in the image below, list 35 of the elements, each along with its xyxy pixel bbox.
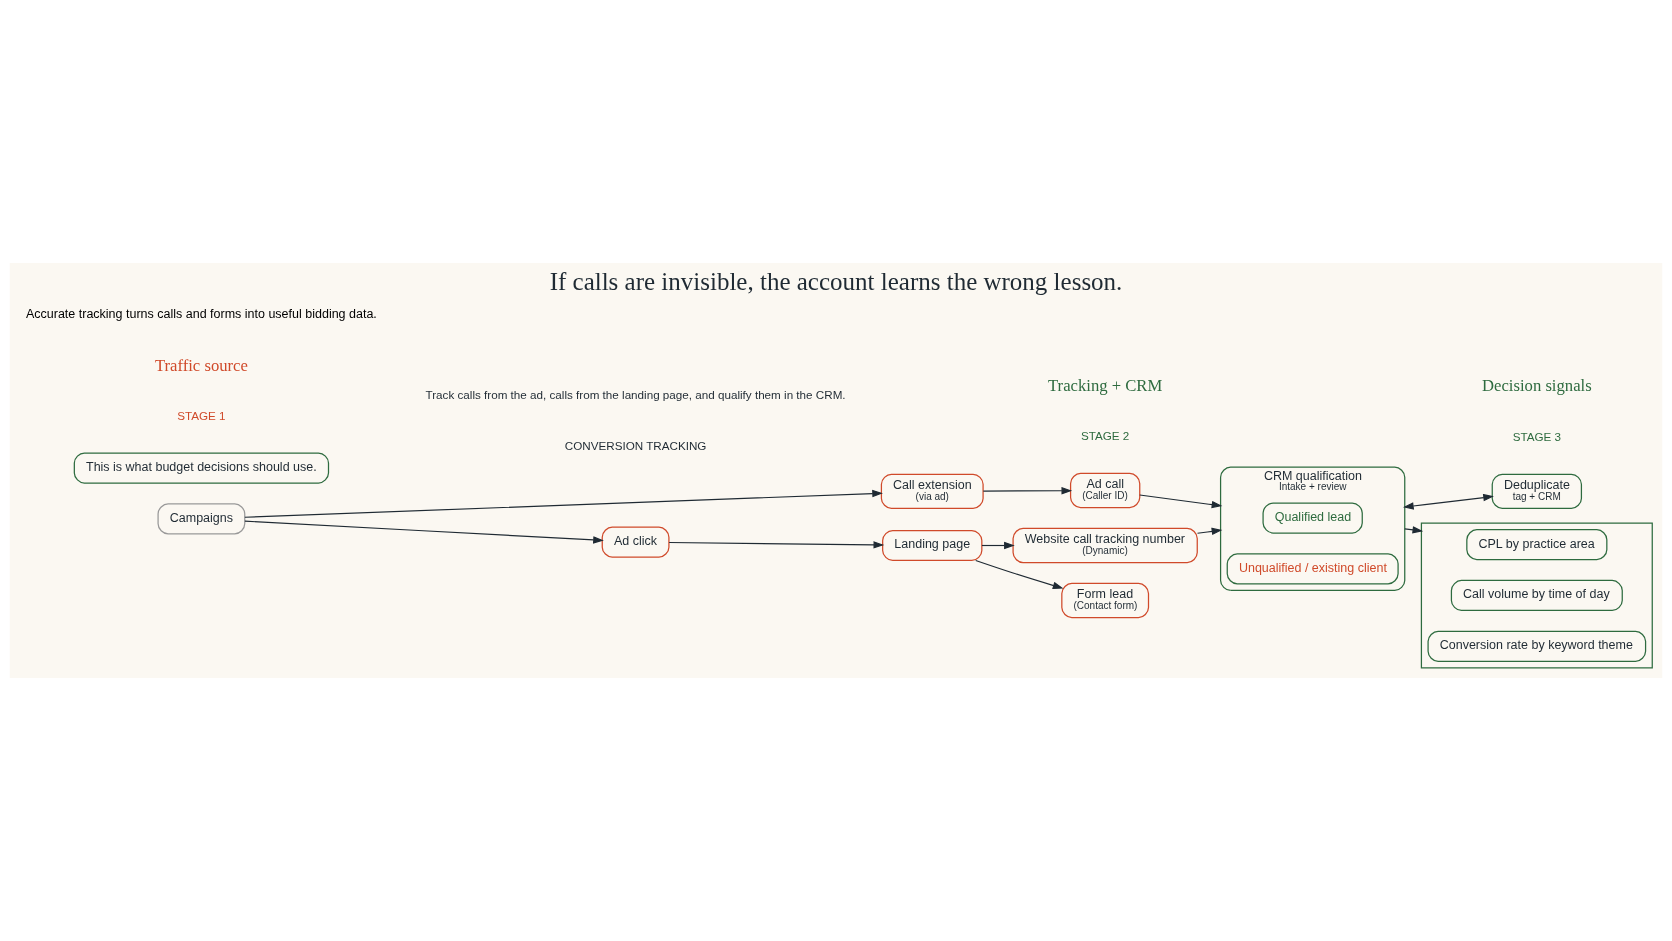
label: CONVERSION TRACKING [564,439,707,453]
arrow [1404,526,1424,534]
arrow [975,559,1064,590]
label: Decision signals [1482,376,1592,396]
arrow [244,520,604,544]
arrow [1403,493,1494,510]
node-box: This is what budget decisions should use. [73,452,330,484]
cluster [1420,522,1653,669]
node-box: Call extension (via ad) [880,473,984,510]
label: STAGE 1 [177,409,226,423]
node-box: Campaigns [157,503,246,535]
node-box: Ad click [601,526,670,558]
arrow [244,489,883,518]
label: Traffic source [154,355,248,375]
node-box: Form lead (Contact form) [1061,582,1150,619]
arrow [981,541,1015,550]
node-box: Qualified lead [1262,502,1363,534]
node-box: CPL by practice area [1466,529,1608,561]
label: STAGE 2 [1080,429,1130,443]
diagram-title: If calls are invisible, the account learns the wrong lesson. [549,267,1123,295]
label: Track calls from the ad, calls from the landing page, and qualify them in the CRM. [425,388,846,402]
node-box: Ad call (Caller ID) [1069,472,1141,509]
node-box: Unqualified / existing client [1226,553,1399,585]
arrow [668,541,885,549]
label: Tracking + CRM [1048,375,1163,395]
arrow [982,486,1073,495]
caption: Accurate tracking turns calls and forms into useful bidding data. [25,307,377,322]
node-box: Deduplicate tag + CRM [1491,473,1583,510]
arrow [1139,494,1223,509]
node-box: Call volume by time of day [1450,579,1623,612]
node-box: Conversion rate by keyword theme [1427,630,1647,662]
node-box: Website call tracking number (Dynamic) [1012,527,1198,564]
arrow [1196,527,1223,536]
label: STAGE 3 [1512,430,1562,444]
node-box: Landing page [882,529,983,562]
